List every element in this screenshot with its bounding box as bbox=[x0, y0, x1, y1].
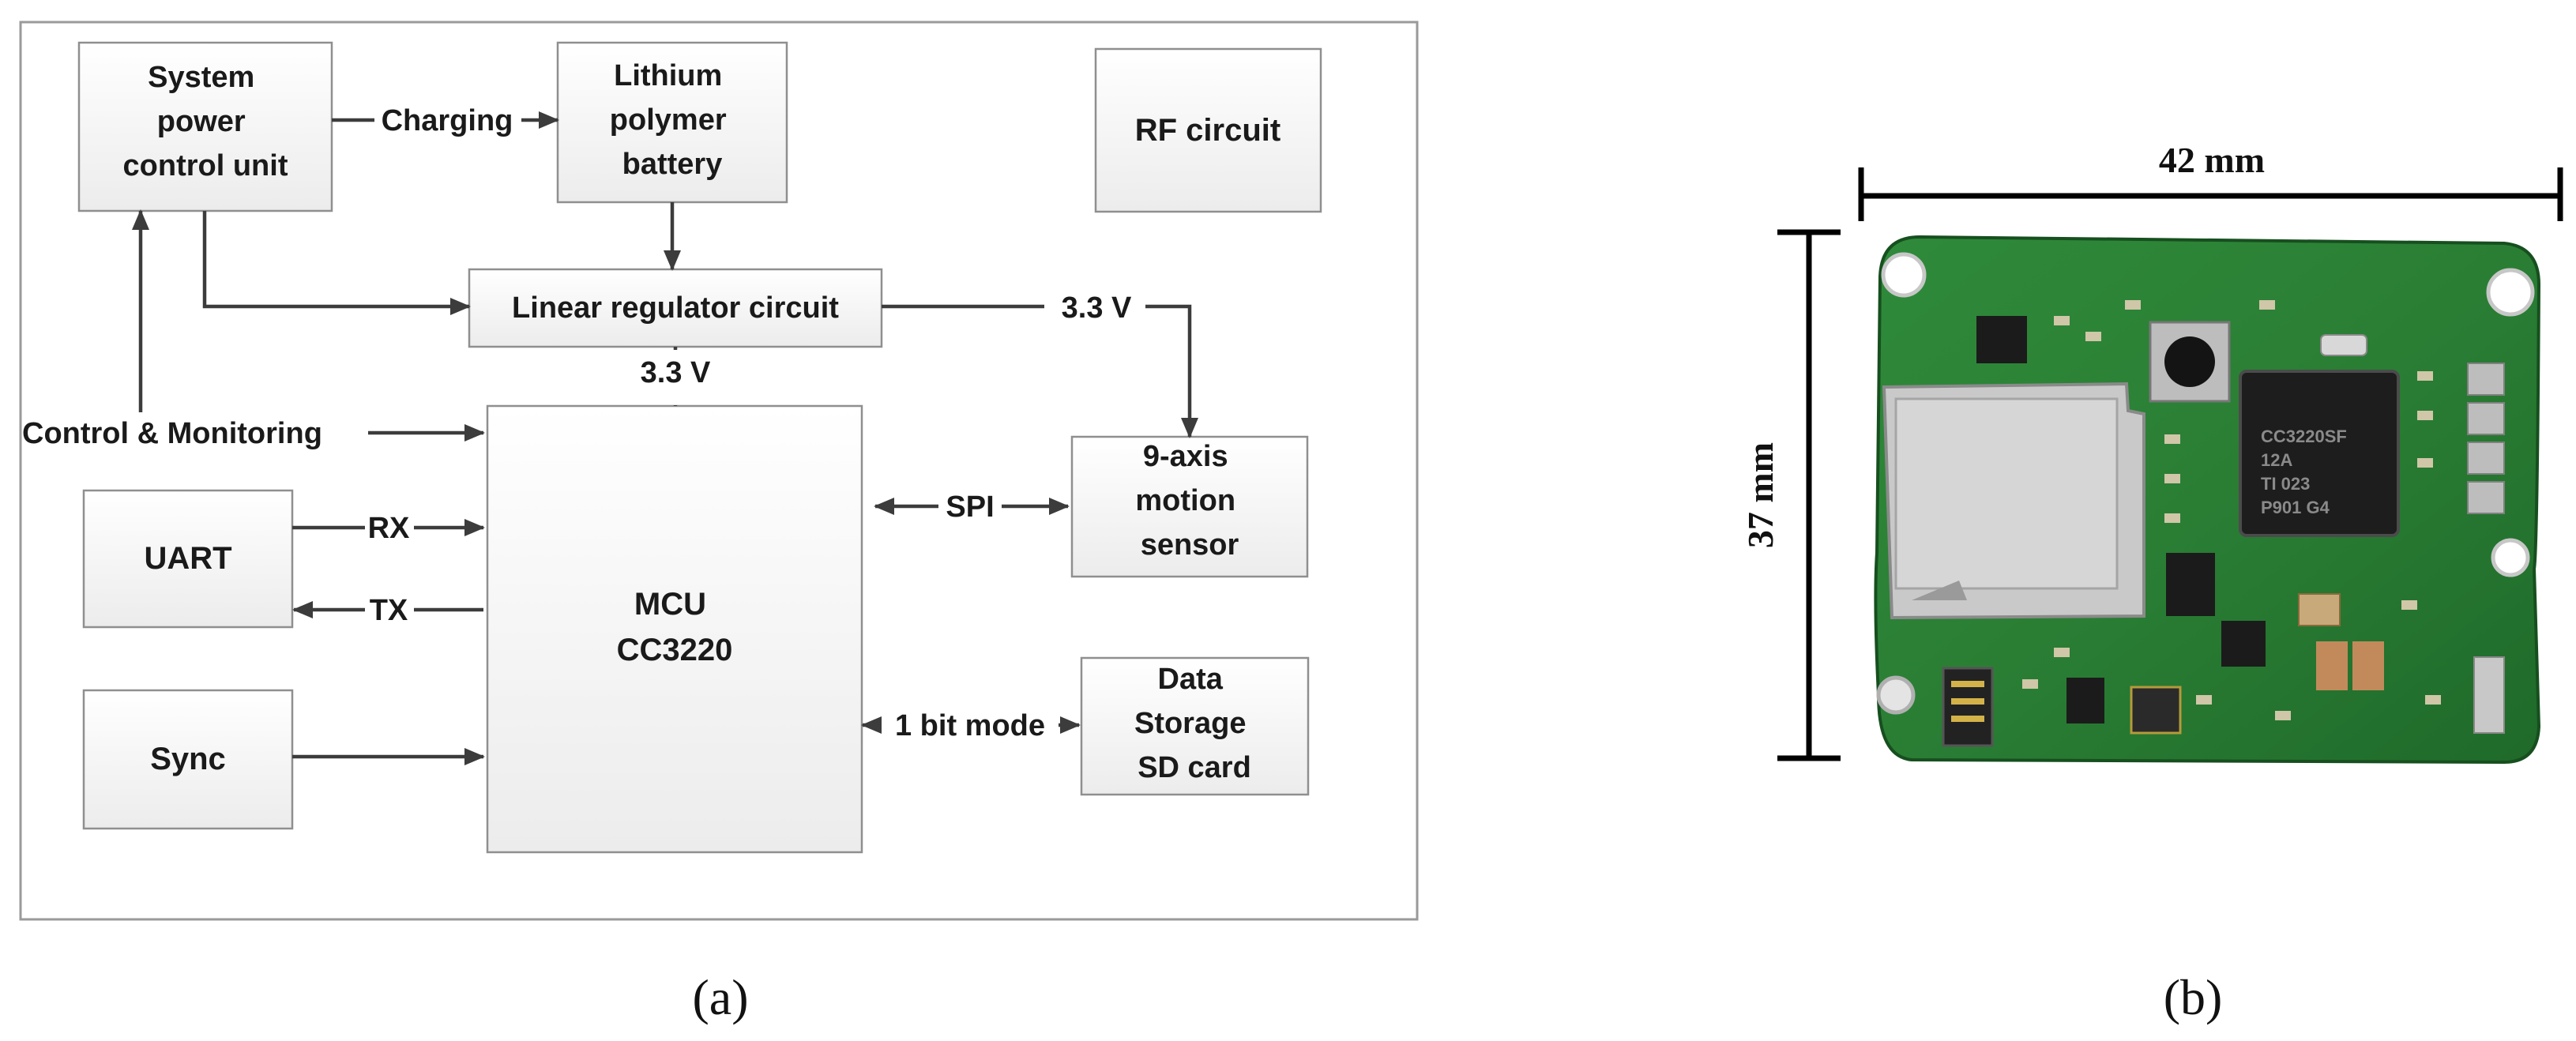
spi-label: SPI bbox=[946, 490, 994, 524]
battery-connector bbox=[1942, 667, 1994, 747]
pcb-board-photo: CC3220SF 12A TI 023 P901 G4 bbox=[1874, 235, 2541, 765]
tx-label: TX bbox=[370, 594, 408, 627]
battery-connector-pin-2 bbox=[1951, 698, 1984, 705]
mount-hole-br bbox=[2491, 538, 2530, 577]
oscillator bbox=[2298, 593, 2341, 626]
test-pad-2 bbox=[2467, 402, 2505, 435]
mcu-chip bbox=[2239, 370, 2400, 537]
rx-label: RX bbox=[368, 512, 410, 545]
mount-hole-tr bbox=[2486, 268, 2535, 317]
test-pad-4 bbox=[2467, 481, 2505, 514]
sync-label: Sync bbox=[150, 742, 226, 776]
one-bit-mode-label: 1 bit mode bbox=[895, 709, 1045, 742]
crystal bbox=[2320, 334, 2367, 356]
power-to-regulator-arrow bbox=[202, 211, 471, 315]
panel-b-board-photo: 42 mm 37 mm CC3220SF 12A TI 023 P901 G4 bbox=[1740, 140, 2563, 1025]
mount-hole-bl bbox=[1876, 675, 1916, 715]
capacitor-1 bbox=[2316, 641, 2348, 690]
mcu-label: MCU CC3220 bbox=[617, 587, 733, 667]
linear-regulator-label: Linear regulator circuit bbox=[512, 291, 839, 325]
motion-sensor-box bbox=[1070, 435, 1309, 578]
sync-box bbox=[82, 689, 294, 830]
charging-label: Charging bbox=[382, 104, 513, 137]
test-pad-3 bbox=[2467, 442, 2505, 475]
sd-slot-latch bbox=[1912, 581, 1967, 600]
small-ic-1 bbox=[1976, 316, 2027, 363]
battery-label: Lithium polymer battery bbox=[610, 59, 735, 181]
capacitor-2 bbox=[2352, 641, 2384, 690]
caption-b: (b) bbox=[2164, 969, 2223, 1025]
uart-label: UART bbox=[144, 541, 231, 576]
smd-components bbox=[2022, 300, 2441, 720]
width-label: 42 mm bbox=[2159, 140, 2265, 180]
caption-a: (a) bbox=[692, 969, 748, 1025]
regulator-to-sensor-arrow-b bbox=[1145, 304, 1198, 438]
small-ic-4 bbox=[2066, 678, 2104, 723]
mcu-box bbox=[486, 404, 863, 854]
pcb-board bbox=[1874, 235, 2541, 765]
uart-box bbox=[82, 489, 294, 629]
sd-slot-inner bbox=[1894, 397, 2119, 590]
small-ic-5 bbox=[2130, 686, 2182, 735]
supply-3v3-sensor-label: 3.3 V bbox=[1062, 291, 1132, 325]
sd-storage-box bbox=[1080, 656, 1310, 796]
sd-storage-label: Data Storage SD card bbox=[1134, 663, 1254, 784]
control-monitoring-label: Control & Monitoring bbox=[22, 417, 322, 450]
small-ic-3 bbox=[2221, 621, 2266, 667]
power-control-unit-label: System power control unit bbox=[123, 61, 288, 182]
panel-a-block-diagram: System power control unit Lithium polyme… bbox=[19, 21, 1419, 1025]
supply-3v3-mcu-label: 3.3 V bbox=[641, 356, 711, 389]
height-label: 37 mm bbox=[1740, 442, 1781, 548]
push-button-cap bbox=[2164, 336, 2215, 387]
mount-hole-tl bbox=[1881, 252, 1927, 298]
rf-circuit-box bbox=[1094, 47, 1322, 213]
antenna-pad bbox=[2473, 656, 2505, 734]
power-control-unit-box bbox=[77, 41, 333, 212]
small-ic-2 bbox=[2166, 553, 2215, 616]
rf-circuit-label: RF circuit bbox=[1135, 113, 1280, 148]
motion-sensor-label: 9-axis motion sensor bbox=[1135, 440, 1243, 562]
mcu-chip-marking: CC3220SF 12A TI 023 P901 G4 bbox=[2261, 427, 2352, 517]
test-pad-1 bbox=[2467, 363, 2505, 396]
battery-connector-pin-1 bbox=[1951, 681, 1984, 687]
battery-connector-pin-3 bbox=[1951, 716, 1984, 722]
